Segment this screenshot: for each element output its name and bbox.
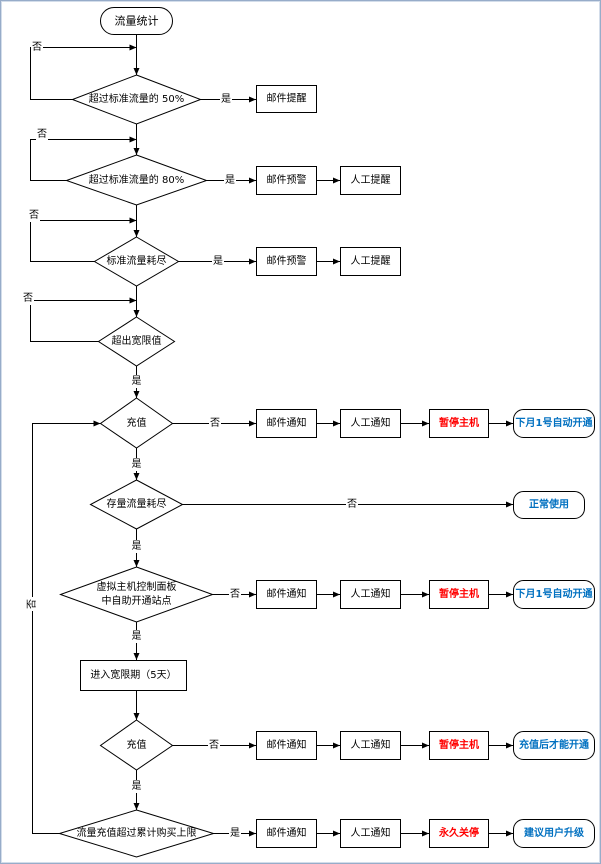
action-box [256, 166, 317, 195]
yes-label: 是 [132, 630, 142, 642]
label-background [36, 128, 48, 141]
label-background [208, 739, 220, 752]
label-background [209, 417, 221, 430]
label-background [346, 498, 358, 511]
label-background [224, 174, 236, 187]
label-background [22, 292, 34, 305]
action-label: 邮件通知 [267, 826, 307, 839]
action-label: 邮件通知 [267, 587, 307, 600]
yes-label: 是 [132, 780, 142, 792]
outcome-box [513, 491, 585, 519]
process-box [80, 660, 187, 691]
outcome-label: 充值后才能开通 [519, 738, 589, 751]
stop-action-label: 暂停主机 [439, 416, 479, 429]
label-background [130, 630, 143, 643]
label-background [28, 209, 40, 222]
label-background [31, 41, 43, 54]
no-label: 否 [347, 498, 357, 510]
no-label: 否 [210, 417, 220, 429]
decision-text: 超过标准流量的 80% [89, 173, 184, 186]
no-branch-loop [30, 217, 137, 262]
action-box [256, 409, 317, 438]
label-background [130, 458, 143, 471]
action-box [256, 819, 317, 848]
decision-text: 充值 [127, 416, 147, 429]
action-label: 人工通知 [351, 738, 391, 751]
action-box [256, 580, 317, 609]
no-branch-loop [30, 297, 137, 342]
decision-text: 超出宽限值 [112, 334, 162, 347]
action-label: 邮件预警 [267, 173, 307, 186]
label-background [130, 780, 143, 793]
action-box [429, 731, 489, 760]
no-label: 否 [230, 588, 240, 600]
action-box [429, 580, 489, 609]
no-branch-loop [30, 44, 137, 100]
action-label: 人工通知 [351, 587, 391, 600]
label-background [220, 93, 232, 106]
label-background [229, 588, 241, 601]
process-label: 进入宽限期（5天） [90, 668, 176, 681]
decision-diamond [57, 809, 216, 858]
label-background [212, 255, 224, 268]
yes-label: 是 [132, 375, 142, 387]
outcome-label: 下月1号自动开通 [516, 416, 593, 429]
action-label: 人工提醒 [351, 174, 391, 186]
decision-text-line: 虚拟主机控制面板 [97, 580, 177, 593]
no-label: 否 [209, 739, 219, 751]
no-label: 否 [29, 209, 39, 221]
label-background [26, 597, 39, 611]
no-branch-loop [32, 420, 101, 834]
action-label: 人工通知 [351, 826, 391, 839]
action-box [340, 166, 401, 195]
action-box [429, 409, 489, 438]
action-label: 邮件预警 [267, 254, 307, 267]
label-background [130, 540, 143, 553]
outcome-box [513, 819, 595, 848]
stop-action-label: 永久关停 [438, 826, 479, 839]
outcome-label: 建议用户升级 [523, 826, 585, 839]
action-box [340, 409, 401, 438]
action-box [340, 247, 401, 276]
decision-text: 流量充值超过累计购买上限 [77, 826, 197, 839]
action-label: 邮件通知 [267, 416, 307, 429]
yes-label: 是 [132, 540, 142, 552]
action-box [256, 85, 317, 113]
action-label: 人工通知 [351, 416, 391, 429]
outcome-box [513, 409, 595, 438]
action-box [256, 731, 317, 760]
label-background [130, 375, 143, 388]
start-label: 流量统计 [115, 14, 159, 28]
action-label: 人工提醒 [351, 255, 391, 267]
yes-label: 是 [225, 174, 235, 186]
decision-text: 存量流量耗尽 [107, 497, 167, 510]
outcome-label: 正常使用 [529, 498, 569, 511]
label-background [229, 827, 241, 840]
outcome-box [513, 731, 595, 760]
yes-label: 是 [213, 255, 223, 267]
no-label: 否 [32, 41, 42, 53]
yes-label: 是 [230, 827, 240, 839]
action-label: 邮件提醒 [267, 92, 307, 105]
action-label: 邮件通知 [267, 738, 307, 751]
stop-action-label: 暂停主机 [439, 587, 479, 600]
yes-label: 是 [221, 93, 231, 105]
stop-action-label: 暂停主机 [439, 738, 479, 751]
no-label: 否 [26, 599, 38, 609]
decision-text: 超过标准流量的 50% [89, 92, 184, 105]
outcome-label: 下月1号自动开通 [516, 587, 593, 600]
decision-text-line: 中自助开通站点 [102, 594, 172, 607]
decision-text: 标准流量耗尽 [107, 254, 167, 267]
yes-label: 是 [132, 458, 142, 470]
no-label: 否 [23, 292, 33, 304]
action-box [340, 731, 401, 760]
no-label: 否 [37, 128, 47, 140]
no-branch-loop [30, 136, 137, 181]
decision-text: 充值 [127, 738, 147, 751]
action-box [256, 247, 317, 276]
outcome-box [513, 580, 595, 609]
